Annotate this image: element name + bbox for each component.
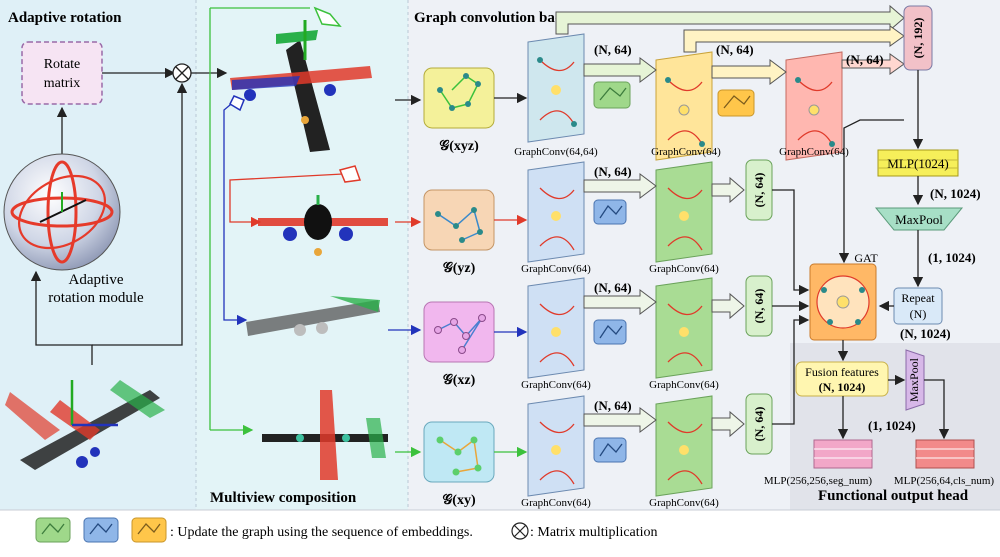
feature-arrow-r2 [583, 173, 657, 199]
tensor-label-r1-a: (N, 64) [594, 42, 632, 57]
mlp-seg-box [813, 439, 873, 469]
mlp-seg-label: MLP(256,256,seg_num) [764, 475, 873, 487]
module-label-2: rotation module [48, 290, 144, 306]
graphconv-label-r1-c1: GraphConv(64,64) [514, 146, 598, 158]
graph-label-yz: 𝒢(yz) [443, 261, 476, 276]
graphconv-plane-r1-c1 [527, 33, 585, 143]
matrix-multiply-symbol [172, 63, 192, 83]
feature-arrow-r3-out [711, 292, 745, 320]
update-graph-icon-green [593, 81, 631, 109]
legend-green-icon [35, 517, 71, 543]
maxpool-top-shape [874, 207, 964, 231]
legend-blue-icon [83, 517, 119, 543]
graphconv-label-r1-c2: GraphConv(64) [651, 146, 721, 158]
graphconv-label-r3-c1: GraphConv(64) [521, 379, 591, 391]
graphconv-plane-r1-c2 [655, 51, 713, 161]
tensor-label-r2: (N, 64) [594, 164, 632, 179]
maxpool-bottom-shape [905, 349, 925, 411]
repeat-label-1: Repeat [901, 291, 935, 305]
rotate-matrix-label-2: matrix [44, 76, 81, 91]
view-xz-airplane [246, 296, 380, 336]
feature-arrow-r4-out [711, 410, 745, 438]
graphconv-plane-r3-c2 [655, 277, 713, 379]
graphconv-plane-r3-c1 [527, 277, 585, 379]
gat-label: GAT [854, 251, 878, 265]
adaptive-rotation-sphere [3, 153, 121, 271]
repeat-label-2: (N) [910, 307, 927, 321]
graph-box-xyz [423, 67, 495, 129]
graphconv-plane-r4-c2 [655, 395, 713, 497]
tensor-label-r1-c: (N, 64) [846, 52, 884, 67]
camera-left-icon [229, 95, 245, 112]
mlp-1024-box [877, 149, 959, 177]
view-xyz-airplane [230, 20, 372, 152]
feature-arrow-r1-b [711, 59, 787, 85]
gat-module [809, 263, 877, 341]
section-title-backbone: Graph convolution backbone [414, 10, 601, 26]
update-graph-icon-blue-r4 [593, 437, 627, 463]
tensor-label-pool-bottom: (1, 1024) [868, 418, 916, 433]
feature-arrow-r4 [583, 407, 657, 433]
feature-arrow-r1-a [583, 57, 657, 83]
feature-arrow-r2-out [711, 176, 745, 204]
section-title-adaptive-rotation: Adaptive rotation [8, 10, 122, 26]
graph-label-xz: 𝒢(xz) [443, 373, 476, 388]
rotate-matrix-box [21, 41, 103, 105]
graph-box-xy [423, 421, 495, 483]
tensor-label-repeat-out: (N, 1024) [900, 326, 951, 341]
tensor-label-mlp-out: (N, 1024) [930, 186, 981, 201]
graph-box-xz [423, 301, 495, 363]
graphconv-label-r4-c1: GraphConv(64) [521, 497, 591, 509]
tensor-label-r4: (N, 64) [594, 398, 632, 413]
module-label-1: Adaptive [69, 272, 124, 288]
legend-yellow-icon [131, 517, 167, 543]
view-xy-airplane [262, 390, 388, 480]
update-graph-icon-yellow [717, 89, 755, 117]
maxpool-bottom-label: MaxPool [907, 357, 921, 402]
mlp-cls-label: MLP(256,64,cls_num) [894, 475, 995, 487]
section-title-output-head: Functional output head [818, 488, 969, 504]
graphconv-plane-r1-c3 [785, 51, 843, 161]
skip-arrow-2 [683, 25, 905, 53]
view-yz-airplane [258, 195, 388, 256]
graph-box-yz [423, 189, 495, 251]
feature-arrow-r3 [583, 289, 657, 315]
legend-update-text: : Update the graph using the sequence of… [170, 525, 473, 540]
graphconv-label-r1-c3: GraphConv(64) [779, 146, 849, 158]
graphconv-plane-r4-c1 [527, 395, 585, 497]
tensor-label-r3: (N, 64) [594, 280, 632, 295]
graphconv-label-r2-c2: GraphConv(64) [649, 263, 719, 275]
mlp-cls-box [915, 439, 975, 469]
graph-label-xy: 𝒢(xy) [442, 493, 476, 508]
output-box-r4-label: (N, 64) [752, 407, 766, 442]
graphconv-label-r4-c2: GraphConv(64) [649, 497, 719, 509]
graphconv-label-r3-c2: GraphConv(64) [649, 379, 719, 391]
skip-arrow-3 [841, 53, 905, 75]
fusion-features-box [795, 361, 889, 397]
update-graph-icon-blue-r3 [593, 319, 627, 345]
rotate-matrix-label-1: Rotate [44, 57, 81, 72]
mlp-1024-label: MLP(1024) [887, 156, 948, 171]
concat-label: (N, 192) [911, 18, 925, 59]
camera-top-icon [313, 6, 342, 27]
tensor-label-pool-out: (1, 1024) [928, 250, 976, 265]
legend-matmul-icon [511, 522, 529, 540]
fusion-features-label: Fusion features [805, 365, 879, 379]
output-box-r2-label: (N, 64) [752, 173, 766, 208]
fusion-features-dim: (N, 1024) [819, 380, 866, 394]
legend-matmul-text: : Matrix multiplication [530, 525, 658, 540]
graphconv-plane-r2-c1 [527, 161, 585, 263]
skip-arrow-1 [555, 4, 905, 35]
graphconv-plane-r2-c2 [655, 161, 713, 263]
graph-label-xyz: 𝒢(xyz) [439, 139, 479, 154]
input-point-cloud [5, 380, 165, 470]
tensor-label-r1-b: (N, 64) [716, 42, 754, 57]
update-graph-icon-blue-r2 [593, 199, 627, 225]
graphconv-label-r2-c1: GraphConv(64) [521, 263, 591, 275]
section-title-multiview: Multiview composition [210, 490, 357, 506]
camera-side-icon [338, 165, 362, 183]
output-box-r3-label: (N, 64) [752, 289, 766, 324]
maxpool-top-label: MaxPool [895, 212, 943, 227]
